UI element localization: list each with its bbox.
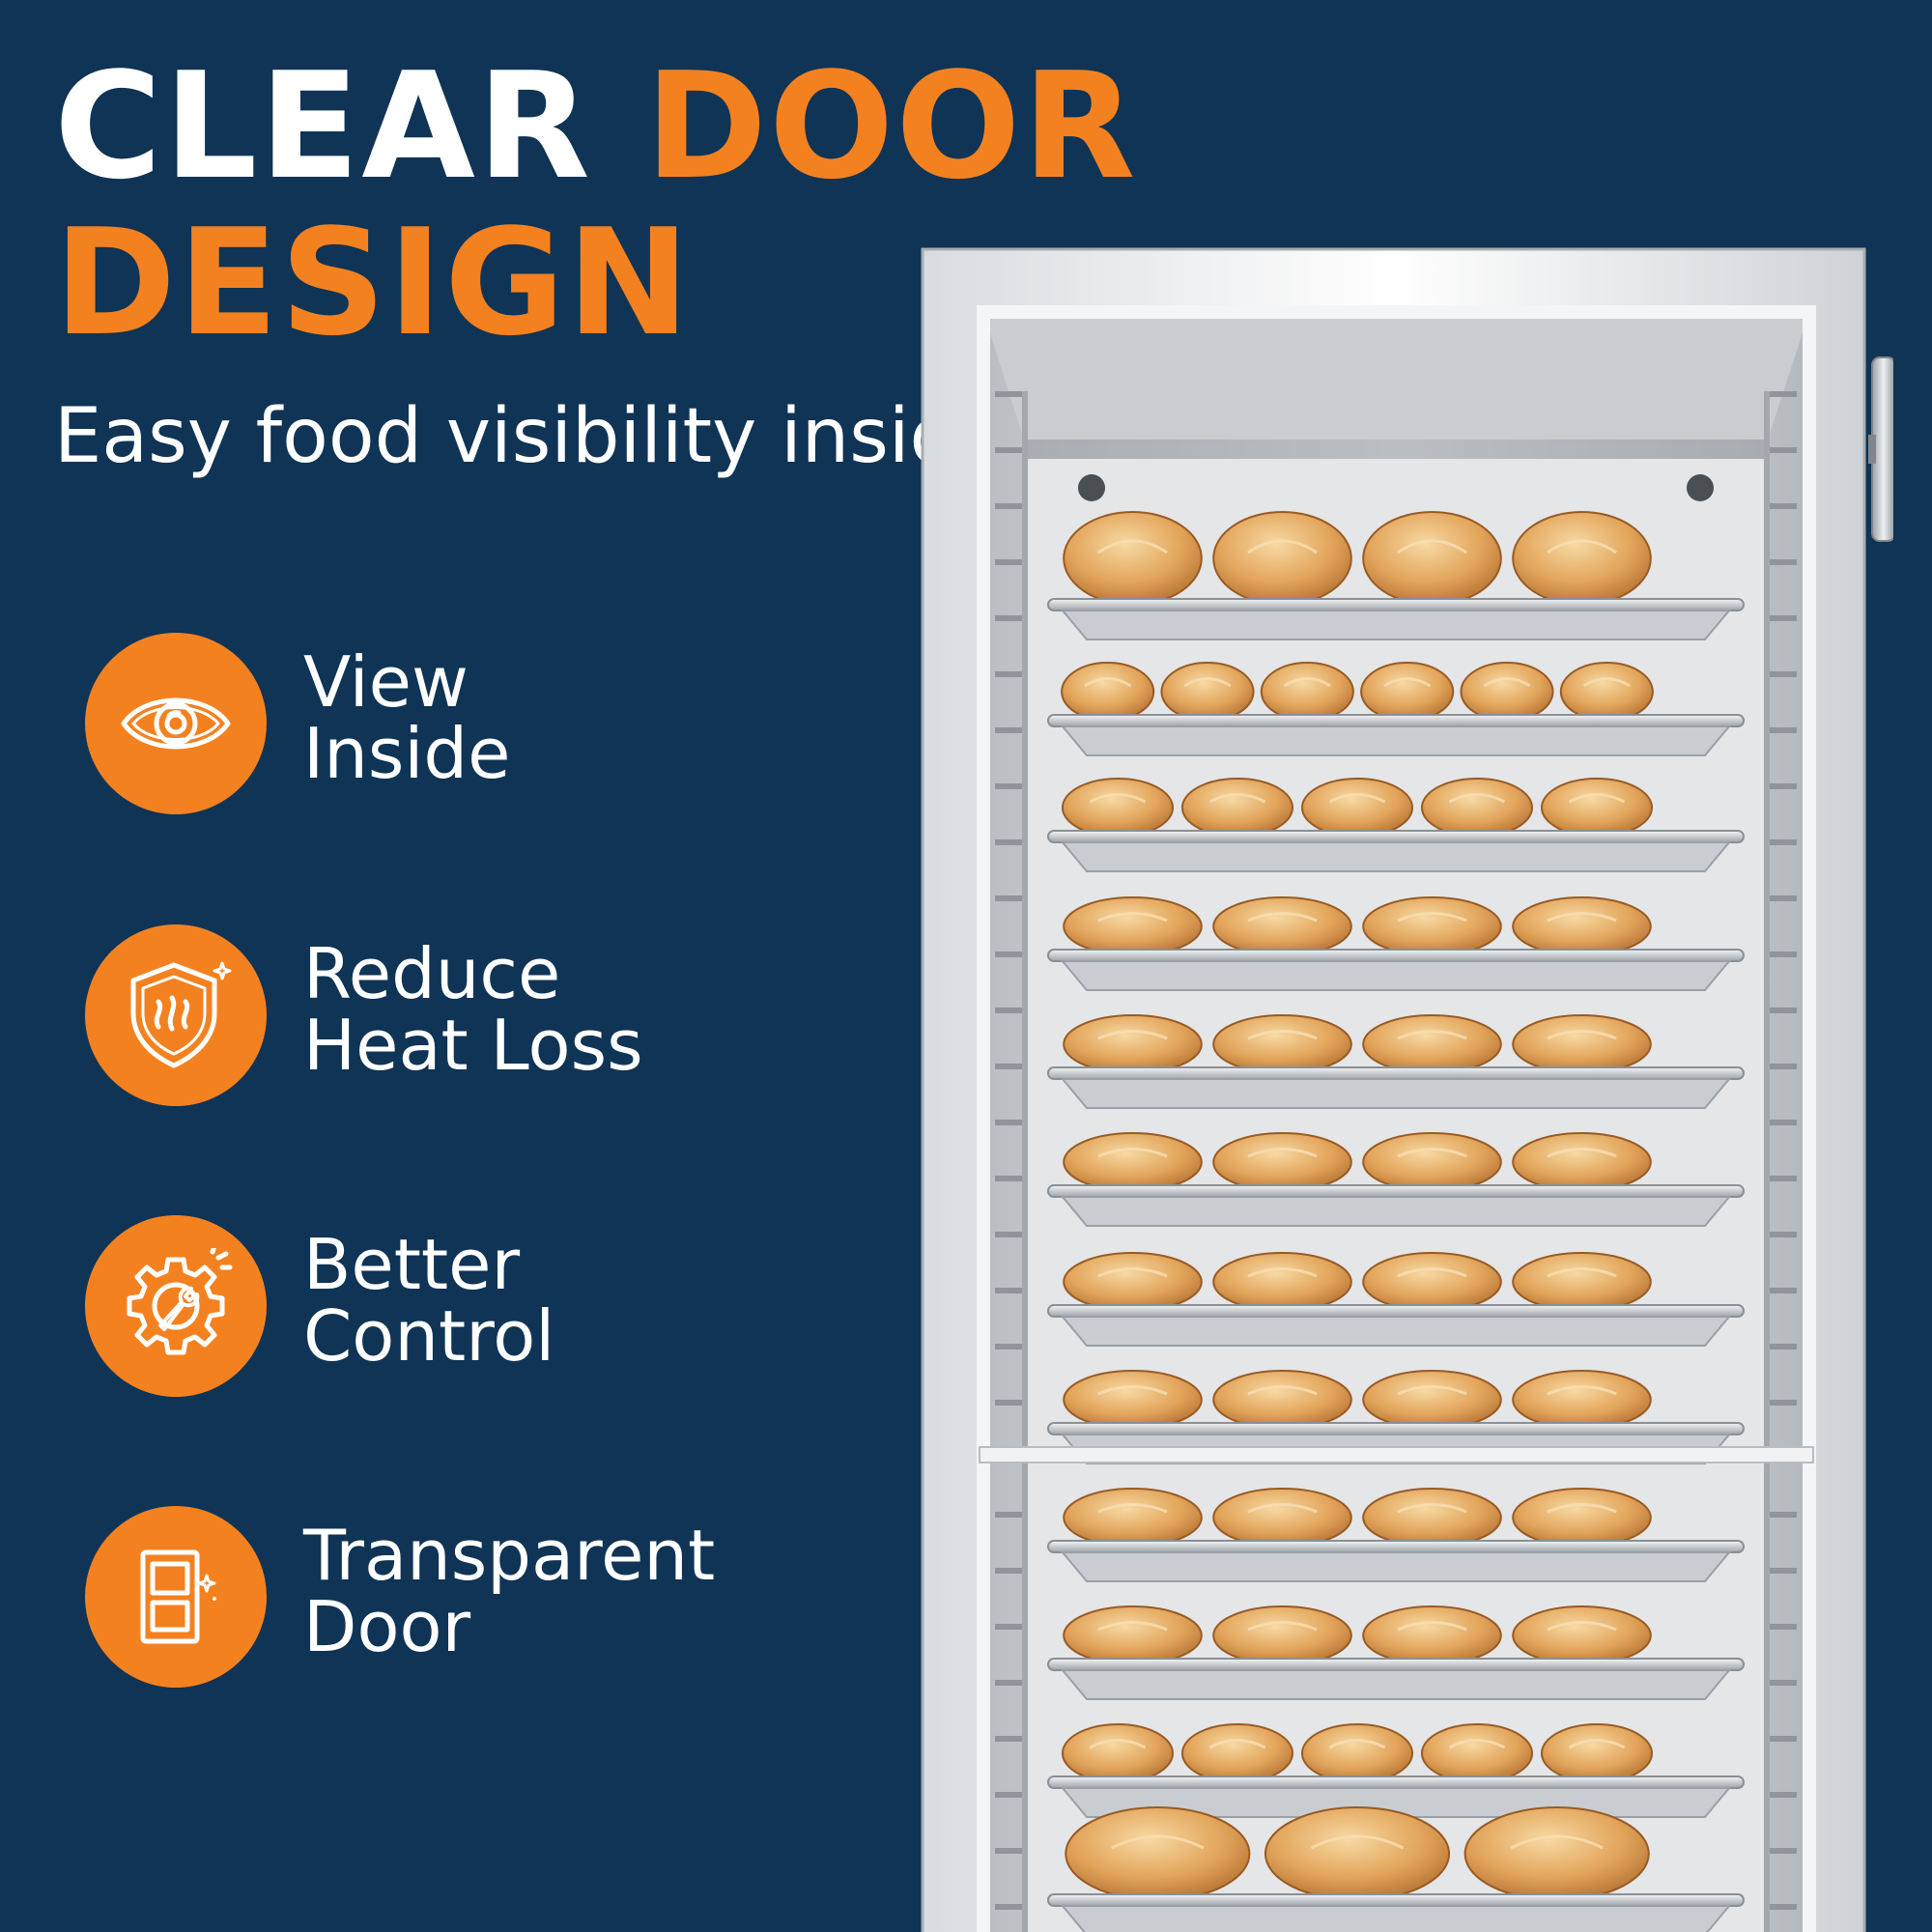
gear-wrench-icon — [127, 1248, 233, 1355]
feature-better-control: Better Control — [85, 1215, 819, 1397]
feature-label-line2: Inside — [303, 713, 511, 794]
feature-label-line2: Door — [303, 1586, 471, 1667]
feature-label: View Inside — [303, 646, 510, 789]
feature-badge — [85, 1215, 267, 1397]
feature-label-line2: Heat Loss — [303, 1005, 643, 1086]
headline: CLEAR DOOR DESIGN — [54, 48, 1138, 361]
door-icon — [140, 1549, 216, 1644]
eye-icon — [121, 697, 231, 750]
proofing-cabinet-illustration — [918, 246, 1893, 1932]
feature-label-line1: Transparent — [303, 1515, 716, 1596]
feature-label-line2: Control — [303, 1295, 555, 1377]
feature-label-line1: View — [303, 641, 469, 723]
feature-badge — [85, 633, 267, 814]
feature-label: Transparent Door — [303, 1520, 715, 1662]
shield-heat-icon — [130, 961, 232, 1068]
feature-label-line1: Better — [303, 1224, 521, 1305]
side-rails — [995, 391, 1797, 1932]
feature-reduce-heat-loss: Reduce Heat Loss — [85, 924, 819, 1106]
feature-label: Reduce Heat Loss — [303, 938, 643, 1081]
subtitle: Easy food visibility inside — [54, 393, 1004, 480]
tray-rack — [1047, 511, 1745, 1932]
feature-badge — [85, 924, 267, 1106]
headline-orange-word-1: DOOR — [644, 41, 1138, 212]
feature-transparent-door: Transparent Door — [85, 1506, 819, 1688]
feature-badge — [85, 1506, 267, 1688]
feature-view-inside: View Inside — [85, 633, 819, 814]
headline-white-word: CLEAR — [54, 41, 592, 212]
feature-label: Better Control — [303, 1229, 554, 1372]
headline-orange-word-2: DESIGN — [54, 197, 693, 368]
cabinet-image — [921, 247, 1893, 1932]
feature-label-line1: Reduce — [303, 933, 561, 1014]
